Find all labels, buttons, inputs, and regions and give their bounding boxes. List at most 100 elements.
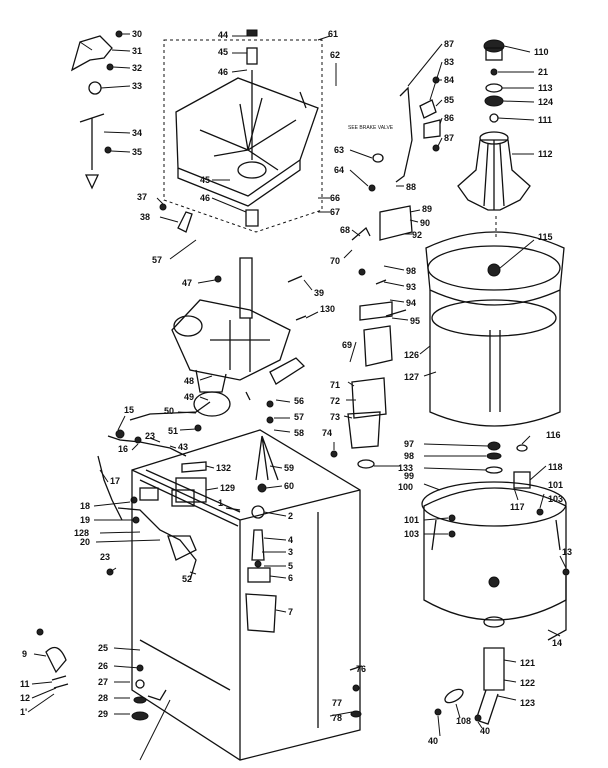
label-9: 9 bbox=[22, 649, 27, 659]
label-123: 123 bbox=[520, 698, 535, 708]
label-56: 56 bbox=[294, 396, 304, 406]
label-112: 112 bbox=[538, 149, 553, 159]
label-117: 117 bbox=[510, 502, 525, 512]
label-1: 1 bbox=[218, 498, 223, 508]
outer-tub-100 bbox=[357, 441, 570, 725]
label-122: 122 bbox=[520, 678, 535, 688]
label-40-right: 40 bbox=[480, 726, 490, 736]
label-71: 71 bbox=[330, 380, 340, 390]
label-111: 111 bbox=[538, 115, 552, 125]
label-126: 126 bbox=[404, 350, 419, 360]
label-34: 34 bbox=[132, 128, 142, 138]
label-115: 115 bbox=[538, 232, 553, 242]
label-3: 3 bbox=[288, 547, 293, 557]
label-59: 59 bbox=[284, 463, 294, 473]
label-31: 31 bbox=[132, 46, 142, 56]
label-23-bottom: 23 bbox=[100, 552, 110, 562]
label-60: 60 bbox=[284, 481, 294, 491]
label-74: 74 bbox=[322, 428, 332, 438]
label-32: 32 bbox=[132, 63, 142, 73]
label-68: 68 bbox=[340, 225, 350, 235]
label-70: 70 bbox=[330, 256, 340, 266]
label-121: 121 bbox=[520, 658, 535, 668]
label-33: 33 bbox=[132, 81, 142, 91]
label-26: 26 bbox=[98, 661, 108, 671]
label-94: 94 bbox=[406, 298, 416, 308]
label-58: 58 bbox=[294, 428, 304, 438]
label-95: 95 bbox=[410, 316, 420, 326]
label-4: 4 bbox=[288, 535, 293, 545]
label-97: 97 bbox=[404, 439, 414, 449]
gearcase-cover-61 bbox=[163, 29, 323, 233]
label-12: 12 bbox=[20, 693, 30, 703]
cabinet-top-parts bbox=[175, 435, 279, 633]
label-118: 118 bbox=[548, 462, 563, 472]
label-84: 84 bbox=[444, 75, 454, 85]
label-47: 47 bbox=[182, 278, 192, 288]
label-90: 90 bbox=[420, 218, 430, 228]
bracket-part-31 bbox=[70, 30, 193, 233]
label-2: 2 bbox=[288, 511, 293, 521]
label-67: 67 bbox=[330, 207, 340, 217]
label-61: 61 bbox=[328, 29, 338, 39]
label-28: 28 bbox=[98, 693, 108, 703]
label-110: 110 bbox=[534, 47, 549, 57]
label-98-top: 98 bbox=[406, 266, 416, 276]
label-21: 21 bbox=[538, 67, 548, 77]
label-99: 99 bbox=[404, 471, 414, 481]
label-50: 50 bbox=[164, 406, 174, 416]
label-85: 85 bbox=[444, 95, 454, 105]
label-38: 38 bbox=[140, 212, 150, 222]
label-19: 19 bbox=[80, 515, 90, 525]
label-124: 124 bbox=[538, 97, 553, 107]
label-14: 14 bbox=[552, 638, 562, 648]
label-18: 18 bbox=[80, 501, 90, 511]
note-brake-valve: SEE BRAKE VALVE bbox=[348, 125, 394, 131]
label-88: 88 bbox=[406, 182, 416, 192]
label-127: 127 bbox=[404, 372, 419, 382]
label-23-top: 23 bbox=[145, 431, 155, 441]
label-116: 116 bbox=[546, 430, 561, 440]
leader-lines-left bbox=[93, 411, 197, 575]
label-128: 128 bbox=[74, 528, 89, 538]
leader-lines-center-right bbox=[333, 43, 443, 450]
label-6: 6 bbox=[288, 573, 293, 583]
cabinet-25 bbox=[131, 429, 361, 761]
leader-lines-topleft bbox=[100, 33, 197, 260]
label-86: 86 bbox=[444, 113, 454, 123]
label-63: 63 bbox=[334, 145, 344, 155]
label-87-top: 87 bbox=[444, 39, 454, 49]
label-16: 16 bbox=[118, 444, 128, 454]
hose-and-valve-parts bbox=[97, 401, 211, 581]
label-46-mid: 46 bbox=[200, 193, 210, 203]
leader-lines-agitator bbox=[497, 45, 535, 269]
label-89: 89 bbox=[422, 204, 432, 214]
label-103-right: 103 bbox=[548, 494, 563, 504]
label-132: 132 bbox=[216, 463, 231, 473]
label-37: 37 bbox=[137, 192, 147, 202]
label-35: 35 bbox=[132, 147, 142, 157]
label-93: 93 bbox=[406, 282, 416, 292]
transmission-assembly bbox=[171, 257, 307, 424]
label-7: 7 bbox=[288, 607, 293, 617]
label-20: 20 bbox=[80, 537, 90, 547]
label-113: 113 bbox=[538, 83, 553, 93]
label-1-prime: 1' bbox=[20, 707, 27, 717]
label-49: 49 bbox=[184, 392, 194, 402]
label-39-mid: 39 bbox=[314, 288, 324, 298]
label-66: 66 bbox=[330, 193, 340, 203]
label-76: 76 bbox=[356, 664, 366, 674]
label-108: 108 bbox=[456, 716, 471, 726]
leveling-feet bbox=[131, 664, 363, 721]
label-48: 48 bbox=[184, 376, 194, 386]
label-69: 69 bbox=[342, 340, 352, 350]
label-51: 51 bbox=[168, 426, 178, 436]
label-29: 29 bbox=[98, 709, 108, 719]
label-44: 44 bbox=[218, 30, 228, 40]
label-98-bottom: 98 bbox=[404, 451, 414, 461]
leader-lines-cabinet bbox=[113, 465, 353, 717]
label-92: 92 bbox=[412, 230, 422, 240]
label-101-left: 101 bbox=[404, 515, 419, 525]
label-133: 133 bbox=[398, 463, 413, 473]
